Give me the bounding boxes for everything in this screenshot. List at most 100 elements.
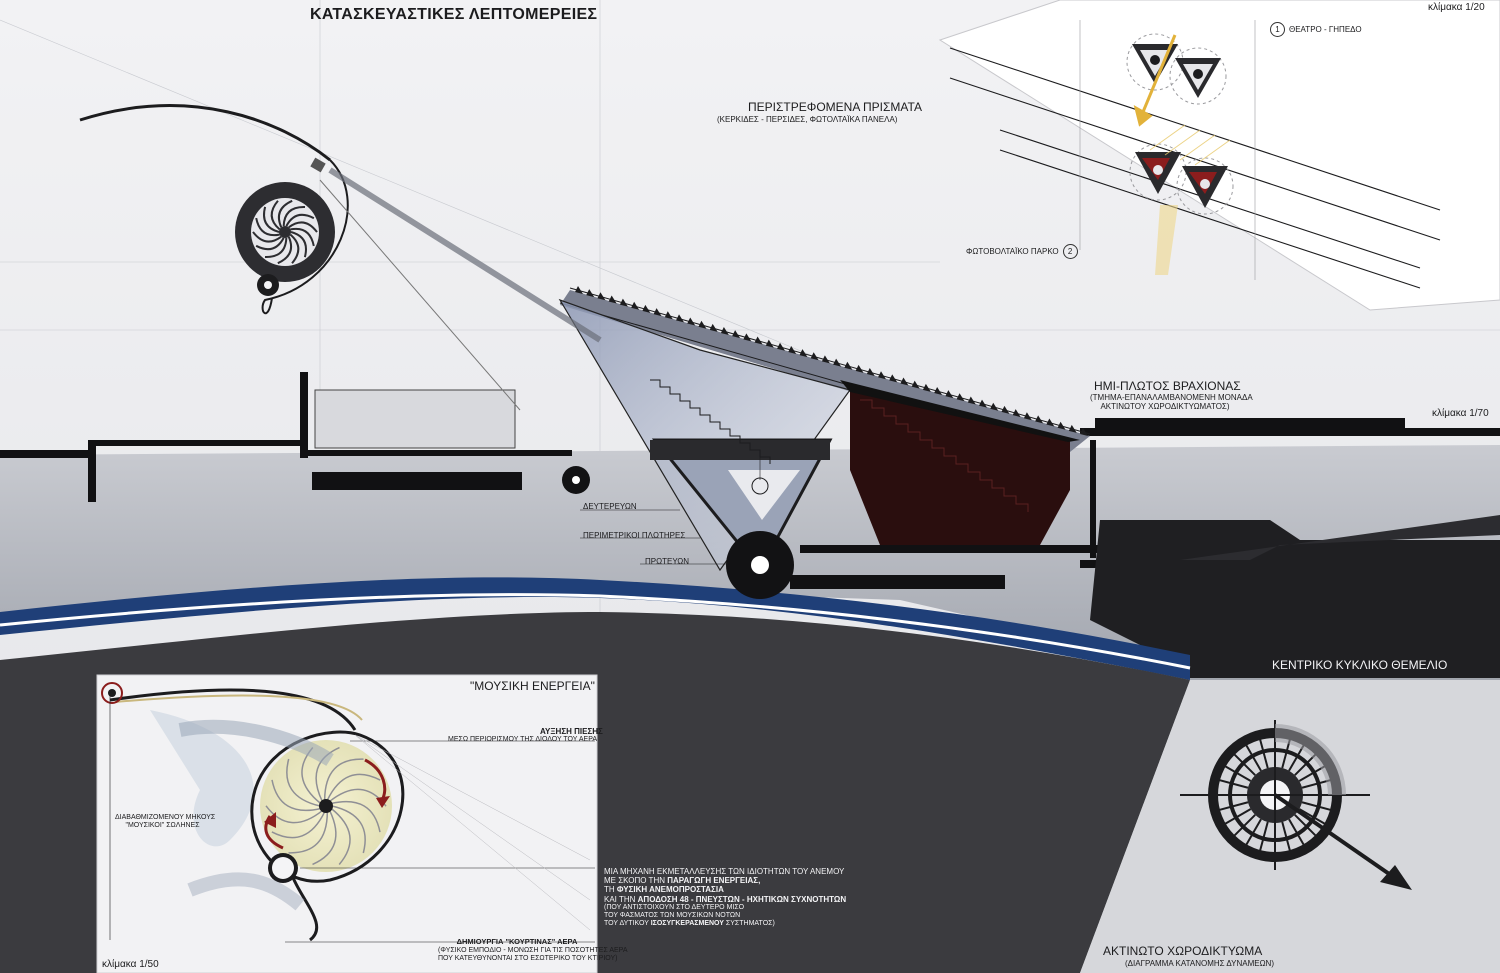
turbine-vane — [255, 237, 285, 251]
tribune-seat — [1001, 405, 1010, 414]
tubes-line2: "ΜΟΥΣΙΚΟΙ" ΣΩΛΗΝΕΣ — [125, 822, 200, 830]
tribune-seat — [608, 295, 617, 304]
turbine-vane — [271, 811, 326, 839]
tribune-seat — [754, 336, 763, 345]
turbine-vane — [288, 811, 329, 854]
tribune-seat — [1080, 428, 1088, 436]
scale-label-top: κλίμακα 1/20 — [1428, 2, 1485, 13]
frame-spoke — [1230, 814, 1256, 840]
desc-line7: ΤΟΥ ΔΥΤΙΚΟΥ ΙΣΟΣΥΓΚΕΡΑΣΜΕΝΟΥ ΣΥΣΤΗΜΑΤΟΣ) — [604, 919, 775, 927]
legend-label-2: ΦΩΤΟΒΟΛΤΑΪΚΟ ΠΑΡΚΟ — [966, 247, 1059, 256]
grid-subtitle: (ΔΙΑΓΡΑΜΜΑ ΚΑΤΑΝΟΜΗΣ ΔΥΝΑΜΕΩΝ) — [1125, 959, 1274, 968]
music-description: ΜΙΑ ΜΗΧΑΝΗ ΕΚΜΕΤΑΛΛΕΥΣΗΣ ΤΩΝ ΙΔΙΟΤΗΤΩΝ Τ… — [604, 867, 846, 928]
turbine-vane — [271, 779, 321, 812]
turbine-vane — [289, 233, 300, 264]
turbine-vane — [312, 810, 337, 866]
prisms-title: ΠΕΡΙΣΤΡΕΦΟΜΕΝΑ ΠΡΙΣΜΑΤΑ — [748, 100, 922, 114]
legend-label-1: ΘΕΑΤΡΟ - ΓΗΠΕΔΟ — [1289, 25, 1362, 34]
tribune-seat — [821, 355, 830, 364]
turbine-vane — [270, 200, 281, 231]
frame-spoke — [1294, 814, 1320, 840]
turbine-vane — [326, 773, 381, 801]
tribune-seat — [956, 393, 965, 402]
stair-flight-inner — [860, 399, 1029, 512]
grid-title: ΑΚΤΙΝΩΤΟ ΧΩΡΟΔΙΚΤΥΩΜΑ — [1103, 944, 1263, 958]
tribune-seat — [889, 374, 898, 383]
tribune-seat — [619, 298, 628, 307]
frame-spoke — [1257, 734, 1269, 769]
pressure-title: ΑΥΞΗΣΗ ΠΙΕΣΗΣ — [540, 727, 603, 736]
turbine-vane — [277, 236, 293, 265]
foundation-label: ΚΕΝΤΡΙΚΟ ΚΥΚΛΙΚΟ ΘΕΜΕΛΙΟ — [1272, 658, 1448, 672]
tribune-seat — [979, 399, 987, 408]
legend-num-2: 2 — [1062, 244, 1078, 259]
frame-spoke — [1281, 821, 1293, 856]
tribune-seat — [732, 330, 741, 339]
frame-spoke — [1214, 801, 1249, 813]
frame-spoke — [1214, 777, 1249, 789]
arm-subtitle: (ΤΜΗΜΑ-ΕΠΑΝΑΛΑΜΒΑΝΟΜΕΝΗ ΜΟΝΑΔΑ ΑΚΤΙΝΩΤΟΥ… — [1090, 393, 1253, 412]
tribune-seat — [990, 402, 999, 411]
turbine-vane — [330, 808, 351, 866]
desc-line1: ΜΙΑ ΜΗΧΑΝΗ ΕΚΜΕΤΑΛΛΕΥΣΗΣ ΤΩΝ ΙΔΙΟΤΗΤΩΝ Τ… — [604, 867, 845, 876]
frame-spoke — [1298, 808, 1330, 827]
tribune-seat — [720, 327, 729, 336]
desc-line2: ΜΕ ΣΚΟΠΟ ΤΗΝ ΠΑΡΑΓΩΓΗ ΕΝΕΡΓΕΙΑΣ, — [604, 876, 761, 886]
frame-spoke — [1257, 821, 1269, 856]
prism-legend-1: 1 ΘΕΑΤΡΟ - ΓΗΠΕΔΟ — [1266, 22, 1362, 37]
tribune-seat — [664, 311, 673, 320]
tribune-seat — [1057, 421, 1066, 430]
frame-spoke — [1301, 801, 1336, 813]
curtain-label: ΔΗΜΙΟΥΡΓΙΑ "ΚΟΥΡΤΙΝΑΣ" ΑΕΡΑ (ΦΥΣΙΚΟ ΕΜΠΟ… — [438, 937, 628, 963]
frame-spoke — [1230, 750, 1256, 776]
tribune-seat — [833, 358, 842, 367]
frame-spoke — [1220, 808, 1252, 827]
tubes-label: ΔΙΑΒΑΘΜΙΖΟΜΕΝΟΥ ΜΗΚΟΥΣ "ΜΟΥΣΙΚΟΙ" ΣΩΛΗΝΕ… — [115, 814, 215, 830]
prisms-subtitle: (ΚΕΡΚΙΔΕΣ - ΠΕΡΣΙΔΕΣ, ΦΩΤΟΛΤΑΪΚΑ ΠΑΝΕΛΑ) — [717, 115, 898, 124]
tribune-seat — [1035, 415, 1044, 424]
arm-subtitle-line1: (ΤΜΗΜΑ-ΕΠΑΝΑΛΑΜΒΑΝΟΜΕΝΗ ΜΟΝΑΔΑ — [1090, 393, 1253, 402]
turbine-vane — [331, 805, 366, 854]
turbine-vane — [255, 217, 280, 237]
label-secondary: ΔΕΥΤΕΡΕΥΩΝ — [583, 502, 637, 511]
tribune-seat — [844, 361, 853, 370]
arm-subtitle-line2: ΑΚΤΙΝΩΤΟΥ ΧΩΡΟΔΙΚΤΥΩΜΑΤΟΣ) — [1100, 402, 1230, 412]
tribune-seat — [967, 396, 976, 405]
turbine-vane — [277, 199, 293, 228]
page-title: ΚΑΤΑΣΚΕΥΑΣΤΙΚΕΣ ΛΕΠΤΟΜΕΡΕΙΕΣ — [310, 6, 598, 23]
tribune-seat — [653, 308, 662, 317]
turbine-vane — [285, 213, 315, 227]
label-perimeter-floats: ΠΕΡΙΜΕΤΡΙΚΟΙ ΠΛΩΤΗΡΕΣ — [583, 531, 686, 540]
turbine-vane — [282, 206, 306, 227]
tribune-seat — [788, 345, 797, 354]
desc-line5: (ΠΟΥ ΑΝΤΙΣΤΟΙΧΟΥΝ ΣΤΟ ΔΕΥΤΕΡΟ ΜΙΣΟ — [604, 903, 745, 911]
stair-flight — [650, 379, 771, 464]
tribune-seat — [765, 339, 774, 348]
tribune-seat — [1012, 409, 1021, 418]
arm-title: ΗΜΙ-ΠΛΩΤΟΣ ΒΡΑΧΙΟΝΑΣ — [1094, 379, 1241, 393]
tribune-seat — [698, 320, 707, 329]
tribune-seat — [777, 342, 785, 351]
tribune-seat — [799, 349, 808, 358]
music-title: "ΜΟΥΣΙΚΗ ΕΝΕΡΓΕΙΑ" — [470, 679, 595, 693]
curtain-sub1: (ΦΥΣΙΚΟ ΕΜΠΟΔΙΟ - ΜΟΝΩΣΗ ΓΙΑ ΤΙΣ ΠΟΣΟΤΗΤ… — [438, 946, 628, 954]
turbine-vane — [290, 227, 315, 247]
frame-spoke — [1243, 740, 1262, 772]
scale-label-bottom: κλίμακα 1/50 — [102, 959, 159, 970]
tribune-seat — [911, 380, 920, 389]
turbine-vane — [315, 746, 340, 802]
frame-spoke — [1220, 763, 1252, 782]
curtain-sub2: ΠΟΥ ΚΑΤΕΥΘΥΝΟΝΤΑΙ ΣΤΟ ΕΣΩΤΕΡΙΚΟ ΤΟΥ ΚΤΙΡ… — [438, 954, 618, 962]
frame-spoke — [1288, 818, 1307, 850]
turbine-vane — [263, 206, 280, 233]
tribune-seat — [934, 386, 943, 395]
tribune-seat — [575, 286, 583, 294]
turbine-vane — [286, 758, 321, 807]
tribune-seat — [631, 301, 640, 310]
tribune-seat — [866, 368, 875, 377]
legend-num-1: 1 — [1270, 22, 1285, 37]
tribune-seat — [1068, 424, 1077, 433]
tribune-seat — [945, 390, 954, 399]
